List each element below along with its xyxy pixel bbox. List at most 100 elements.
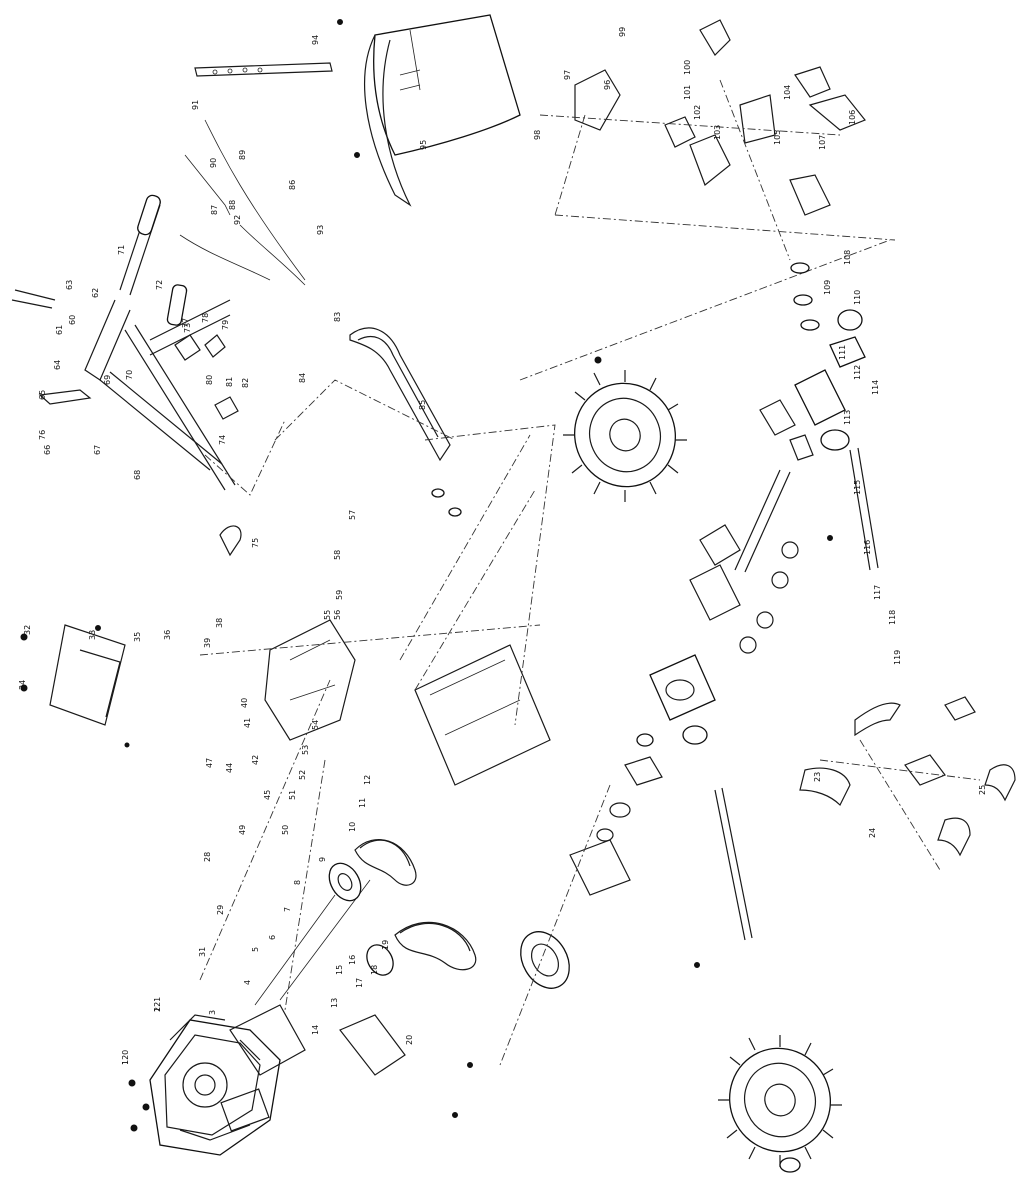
part-label-72: 72 (155, 280, 164, 290)
part-label-115: 115 (853, 480, 862, 495)
part-label-51: 51 (288, 790, 297, 800)
drive-belts (354, 839, 477, 971)
handlebar (11, 194, 242, 557)
part-label-112: 112 (853, 365, 862, 380)
part-label-85: 85 (418, 400, 427, 410)
part-label-25: 25 (978, 785, 987, 795)
part-label-47: 47 (205, 758, 214, 768)
part-label-49: 49 (238, 825, 247, 835)
part-label-77: 77 (181, 318, 190, 328)
lower-wheel (718, 1035, 842, 1167)
part-label-93: 93 (316, 225, 325, 235)
part-label-60: 60 (68, 315, 77, 325)
engine (128, 1014, 281, 1156)
part-label-12: 12 (363, 775, 372, 785)
part-label-105: 105 (773, 130, 782, 145)
part-label-94: 94 (311, 35, 320, 45)
tine-shield (363, 14, 521, 207)
part-label-104: 104 (783, 85, 792, 100)
part-label-110: 110 (853, 290, 862, 305)
part-label-50: 50 (281, 825, 290, 835)
part-label-121: 121 (153, 997, 162, 1012)
part-label-6: 6 (268, 935, 277, 940)
part-label-88: 88 (228, 200, 237, 210)
upper-tine-assembly (519, 19, 896, 381)
part-label-70: 70 (125, 370, 134, 380)
part-label-81: 81 (225, 377, 234, 387)
part-label-71: 71 (117, 245, 126, 255)
part-label-17: 17 (355, 978, 364, 988)
part-label-98: 98 (533, 130, 542, 140)
assembly-lines (199, 379, 611, 1066)
part-label-76: 76 (38, 430, 47, 440)
part-label-36: 36 (163, 630, 172, 640)
part-label-65: 65 (38, 390, 47, 400)
part-label-120: 120 (121, 1050, 130, 1065)
part-label-40: 40 (240, 698, 249, 708)
part-label-61: 61 (55, 325, 64, 335)
part-label-83: 83 (333, 312, 342, 322)
depth-skid (349, 327, 451, 462)
part-label-4: 4 (243, 980, 252, 985)
part-label-58: 58 (333, 550, 342, 560)
part-label-42: 42 (251, 755, 260, 765)
part-label-103: 103 (713, 125, 722, 140)
part-label-118: 118 (888, 610, 897, 625)
part-label-53: 53 (301, 745, 310, 755)
part-label-2: 2 (153, 1007, 162, 1012)
center-gearbox (569, 654, 753, 941)
part-label-57: 57 (348, 510, 357, 520)
part-label-32: 32 (23, 625, 32, 635)
part-label-96: 96 (603, 80, 612, 90)
belt-guard (264, 619, 406, 1076)
part-label-111: 111 (838, 345, 847, 360)
part-label-119: 119 (893, 650, 902, 665)
part-label-5: 5 (251, 947, 260, 952)
part-label-82: 82 (241, 378, 250, 388)
part-label-80: 80 (205, 375, 214, 385)
part-label-90: 90 (209, 158, 218, 168)
part-label-99: 99 (618, 27, 627, 37)
gear-column (759, 262, 879, 571)
frame-plate (399, 434, 551, 786)
drive-shaft (689, 469, 799, 654)
part-label-84: 84 (298, 373, 307, 383)
part-label-38: 38 (215, 618, 224, 628)
part-label-56: 56 (333, 610, 342, 620)
part-label-109: 109 (823, 280, 832, 295)
part-label-3: 3 (208, 1010, 217, 1015)
part-label-8: 8 (293, 880, 302, 885)
part-label-33: 33 (88, 630, 97, 640)
part-label-29: 29 (216, 905, 225, 915)
part-label-19: 19 (381, 940, 390, 950)
part-label-89: 89 (238, 150, 247, 160)
part-label-55: 55 (323, 610, 332, 620)
part-label-10: 10 (348, 822, 357, 832)
part-label-31: 31 (198, 947, 207, 957)
part-label-114: 114 (871, 380, 880, 395)
part-label-35: 35 (133, 632, 142, 642)
part-label-28: 28 (203, 852, 212, 862)
part-label-11: 11 (358, 798, 367, 808)
part-label-97: 97 (563, 70, 572, 80)
part-label-62: 62 (91, 288, 100, 298)
part-label-15: 15 (335, 965, 344, 975)
part-label-74: 74 (218, 435, 227, 445)
part-label-113: 113 (843, 410, 852, 425)
part-label-100: 100 (683, 60, 692, 75)
part-label-78: 78 (201, 313, 210, 323)
hardware-bolts (95, 19, 833, 1173)
part-label-34: 34 (18, 680, 27, 690)
upper-wheel (563, 370, 687, 502)
part-label-39: 39 (203, 638, 212, 648)
lower-tine-assembly (799, 696, 1016, 871)
part-label-45: 45 (263, 790, 272, 800)
part-label-73: 73 (183, 323, 192, 333)
part-label-18: 18 (370, 965, 379, 975)
part-label-20: 20 (405, 1035, 414, 1045)
part-label-52: 52 (298, 770, 307, 780)
part-label-87: 87 (210, 205, 219, 215)
part-label-54: 54 (311, 720, 320, 730)
